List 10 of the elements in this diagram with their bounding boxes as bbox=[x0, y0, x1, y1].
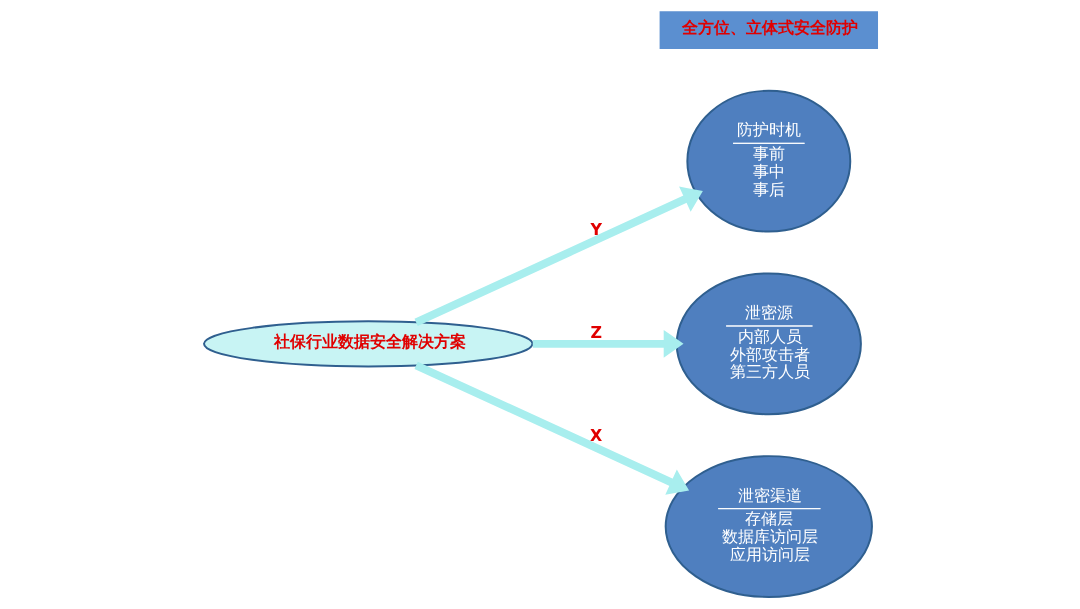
edge-label: Y bbox=[590, 220, 602, 240]
node-ellipse: 防护时机 事前 事中 事后 bbox=[685, 89, 851, 233]
edge-label: Z bbox=[590, 322, 602, 342]
node-ellipse: 社保行业数据安全解决方案 bbox=[202, 320, 533, 368]
node-box: 全方位、立体式安全防护 bbox=[659, 11, 878, 49]
arrow bbox=[414, 361, 689, 495]
arrow bbox=[413, 186, 703, 326]
node-ellipse: 泄密源 内部人员 外部攻击者 第三方人员 bbox=[675, 272, 862, 416]
arrow bbox=[532, 330, 684, 358]
edge-label: X bbox=[589, 425, 602, 445]
